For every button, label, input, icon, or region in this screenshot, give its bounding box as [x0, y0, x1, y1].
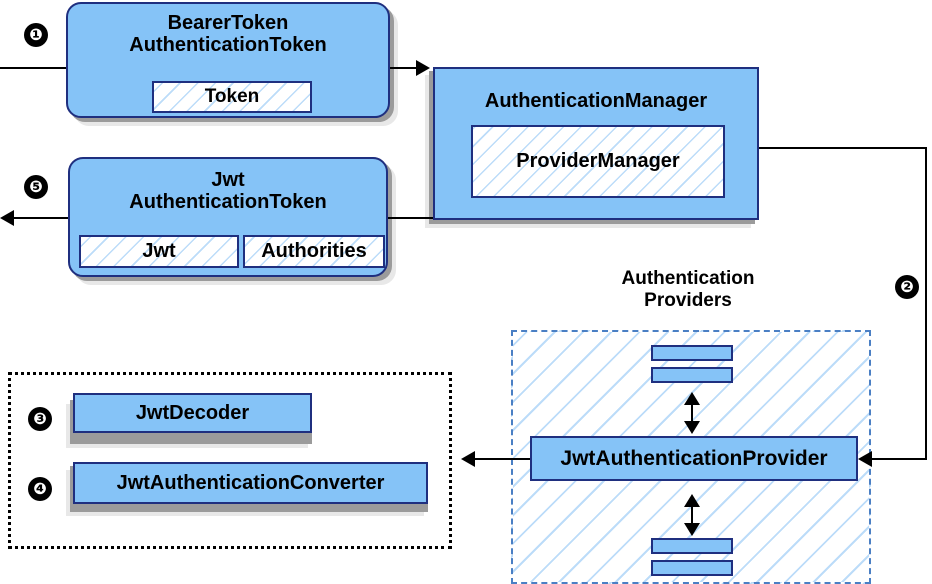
step-badge-5: ❺	[24, 175, 48, 199]
connector-top-double-arrow-shaft	[691, 400, 693, 424]
node-jwt-authentication-token[interactable]: Jwt AuthenticationToken Jwt Authorities	[68, 157, 388, 277]
connector-manager-right-segment	[757, 147, 927, 149]
connector-manager-to-provider-segment	[872, 458, 927, 460]
node-jwt-authentication-provider[interactable]: JwtAuthenticationProvider	[530, 436, 858, 481]
jwt-token-title: Jwt AuthenticationToken	[129, 169, 327, 214]
authentication-providers-label: Authentication Providers	[621, 268, 755, 311]
arrowhead-up-top	[684, 392, 700, 405]
node-jwt-authentication-converter[interactable]: JwtAuthenticationConverter	[73, 462, 428, 504]
provider-placeholder-bar-bottom-1	[651, 538, 733, 554]
step-badge-3: ❸	[28, 407, 52, 431]
node-jwt-decoder[interactable]: JwtDecoder	[73, 393, 312, 433]
arrowhead-down-bottom	[684, 523, 700, 536]
node-bearer-token-authentication-token[interactable]: BearerToken AuthenticationToken Token	[66, 2, 390, 118]
connector-jwt-token-to-output	[14, 217, 70, 219]
jwt-token-field-jwt: Jwt	[79, 235, 239, 268]
step-badge-4: ❹	[28, 477, 52, 501]
authentication-manager-field-provider-manager: ProviderManager	[471, 125, 725, 198]
arrowhead-to-authentication-manager	[416, 60, 430, 76]
connector-bearer-token-to-authentication-manager	[390, 67, 418, 69]
bearer-token-field-token: Token	[152, 81, 312, 113]
arrowhead-down-top	[684, 421, 700, 434]
connector-manager-to-jwt-token	[388, 217, 433, 219]
connector-bottom-double-arrow-shaft	[691, 502, 693, 526]
jwt-token-field-authorities: Authorities	[243, 235, 385, 268]
connector-manager-down-segment	[925, 147, 927, 459]
arrowhead-to-jwt-authentication-provider	[858, 451, 872, 467]
step-badge-2: ❷	[895, 275, 919, 299]
provider-placeholder-bar-top-2	[651, 367, 733, 383]
connector-input-to-bearer-token	[0, 67, 68, 69]
authentication-manager-title: AuthenticationManager	[484, 90, 708, 112]
jwt-support-components-region	[8, 372, 452, 549]
node-authentication-manager[interactable]: AuthenticationManager ProviderManager	[433, 67, 759, 220]
arrowhead-up-bottom	[684, 494, 700, 507]
provider-placeholder-bar-bottom-2	[651, 560, 733, 576]
arrowhead-to-decoder-group	[461, 451, 475, 467]
arrowhead-output	[0, 210, 14, 226]
step-badge-1: ❶	[24, 23, 48, 47]
provider-placeholder-bar-top-1	[651, 345, 733, 361]
bearer-token-title: BearerToken AuthenticationToken	[129, 12, 327, 57]
connector-provider-to-decoder-group	[475, 458, 530, 460]
